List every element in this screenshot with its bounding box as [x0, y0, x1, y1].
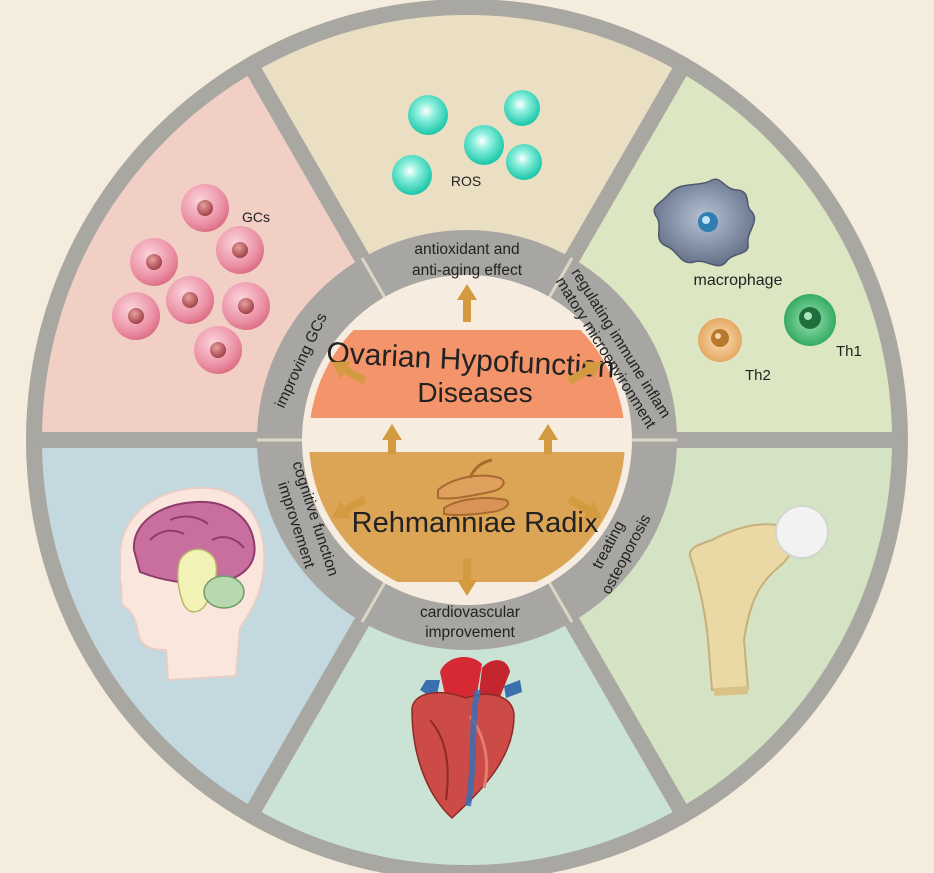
rehmannia-root-icon — [437, 458, 510, 517]
gcs-label: GCs — [242, 209, 270, 225]
sector-ros — [242, 0, 692, 448]
macrophage-icon — [653, 178, 756, 267]
th1-cell-icon — [784, 294, 836, 346]
ros-label: ROS — [451, 173, 481, 189]
th2-label: Th2 — [745, 367, 771, 384]
ros-molecules — [392, 90, 542, 195]
th1-label: Th1 — [836, 343, 862, 360]
femur-bone-icon — [688, 505, 829, 696]
band-heart-line1: cardiovascular — [420, 604, 520, 621]
head-brain-icon — [118, 486, 266, 682]
center-top-subtitle: Diseases — [417, 377, 532, 408]
heart-icon — [411, 657, 522, 820]
macrophage-label: macrophage — [694, 272, 783, 289]
granulosa-cells — [112, 184, 270, 374]
band-ros-line2: anti-aging effect — [412, 262, 523, 279]
arrows — [331, 284, 603, 596]
th2-cell-icon — [698, 318, 742, 362]
band-ros-line1: antioxidant and — [414, 241, 519, 258]
band-heart-line2: improvement — [425, 624, 515, 641]
